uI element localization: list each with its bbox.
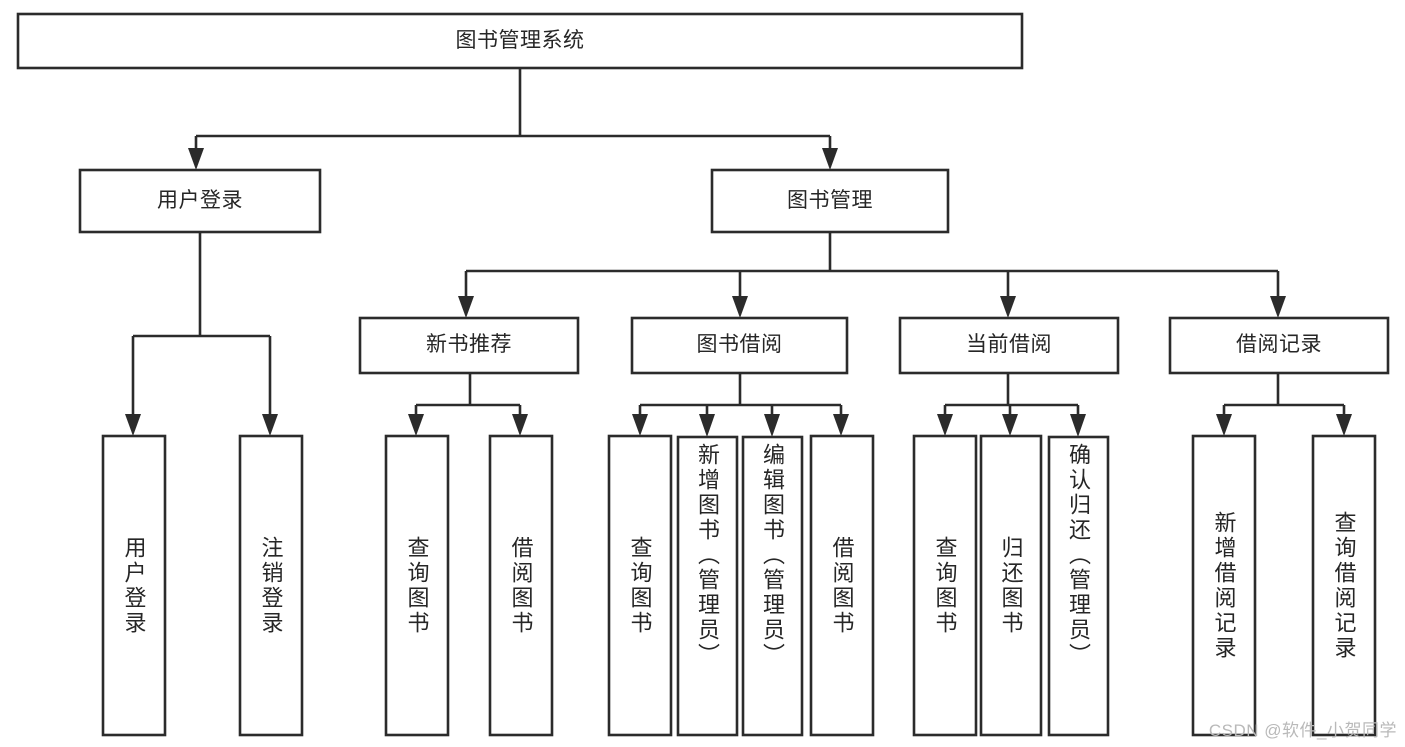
arrow-head-user-login: [188, 148, 204, 170]
node-box-leaf-query-borrow-record[interactable]: [1311, 434, 1377, 737]
node-box-leaf-query-book-1[interactable]: [384, 434, 450, 737]
node-box-new-book-recommend[interactable]: [358, 316, 580, 375]
connector-group-book-borrow: [632, 373, 849, 437]
arrow-head-leaf-query-book-2: [632, 414, 648, 436]
node-box-leaf-add-book-admin[interactable]: [676, 435, 739, 737]
arrow-head-leaf-query-book-1: [408, 414, 424, 436]
node-box-borrow-record[interactable]: [1168, 316, 1390, 375]
node-box-book-borrow[interactable]: [630, 316, 849, 375]
connector-group-current-borrow: [937, 373, 1086, 437]
connector-group-borrow-record: [1216, 373, 1352, 436]
node-box-leaf-logout-login[interactable]: [238, 434, 304, 737]
arrow-head-borrow-record: [1270, 296, 1286, 318]
node-box-leaf-user-login[interactable]: [101, 434, 167, 737]
arrow-head-leaf-logout-login: [262, 414, 278, 436]
connector-group-user-login: [125, 232, 278, 436]
node-box-leaf-query-book-3[interactable]: [912, 434, 978, 737]
arrow-head-book-borrow: [732, 296, 748, 318]
connector-group-root: [188, 68, 838, 170]
arrow-head-new-book-recommend: [458, 296, 474, 318]
arrow-head-leaf-add-book-admin: [699, 414, 715, 437]
arrow-head-leaf-query-book-3: [937, 414, 953, 436]
connector-group-new-book-recommend: [408, 373, 528, 436]
arrow-head-leaf-edit-book-admin: [764, 414, 780, 437]
watermark-text: CSDN @软件_小贺同学: [1208, 721, 1397, 740]
connector-group-book-manage: [458, 232, 1286, 318]
node-box-user-login[interactable]: [78, 168, 322, 234]
arrow-head-current-borrow: [1000, 296, 1016, 318]
arrow-head-leaf-add-borrow-record: [1216, 414, 1232, 436]
node-box-leaf-borrow-book-2[interactable]: [809, 434, 875, 737]
arrow-head-leaf-query-borrow-record: [1336, 414, 1352, 436]
arrow-head-leaf-confirm-return-admin: [1070, 414, 1086, 437]
arrow-head-leaf-return-book: [1002, 414, 1018, 436]
node-box-leaf-add-borrow-record[interactable]: [1191, 434, 1257, 737]
node-box-current-borrow[interactable]: [898, 316, 1120, 375]
node-box-leaf-edit-book-admin[interactable]: [741, 435, 804, 737]
arrow-head-book-manage: [822, 148, 838, 170]
node-box-book-manage[interactable]: [710, 168, 950, 234]
arrow-head-leaf-user-login: [125, 414, 141, 436]
node-box-root[interactable]: [16, 12, 1024, 70]
arrow-head-leaf-borrow-book-1: [512, 414, 528, 436]
node-box-leaf-query-book-2[interactable]: [607, 434, 673, 737]
node-box-leaf-confirm-return-admin[interactable]: [1047, 435, 1110, 737]
arrow-head-leaf-borrow-book-2: [833, 414, 849, 436]
node-box-leaf-borrow-book-1[interactable]: [488, 434, 554, 737]
node-box-leaf-return-book[interactable]: [979, 434, 1043, 737]
